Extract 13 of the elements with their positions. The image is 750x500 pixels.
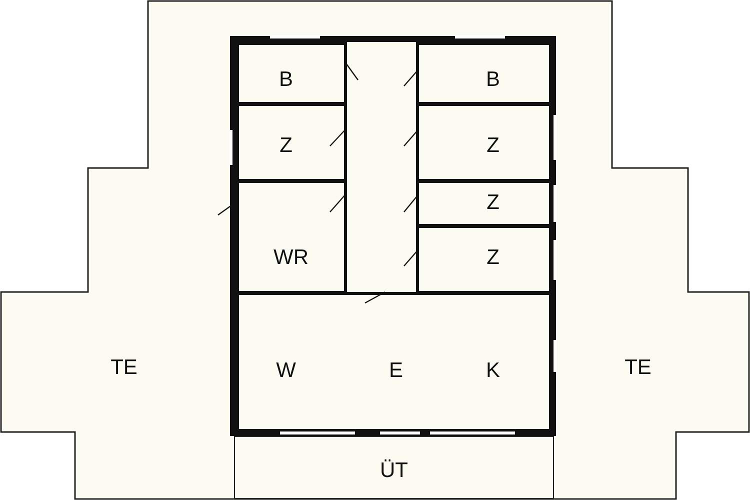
- room-label: E: [389, 359, 403, 383]
- room-label: Z: [486, 246, 500, 270]
- room-label: Z: [486, 191, 500, 215]
- room-label: TE: [624, 356, 652, 380]
- room-label: Z: [486, 134, 500, 158]
- room-label: B: [279, 68, 293, 92]
- room-label: Z: [280, 134, 292, 158]
- room-label: ÜT: [380, 459, 408, 483]
- room-label: W: [276, 359, 296, 383]
- room-label: WR: [274, 246, 308, 270]
- room-label: B: [486, 68, 500, 92]
- room-label: K: [486, 359, 500, 383]
- room-label: TE: [110, 356, 138, 380]
